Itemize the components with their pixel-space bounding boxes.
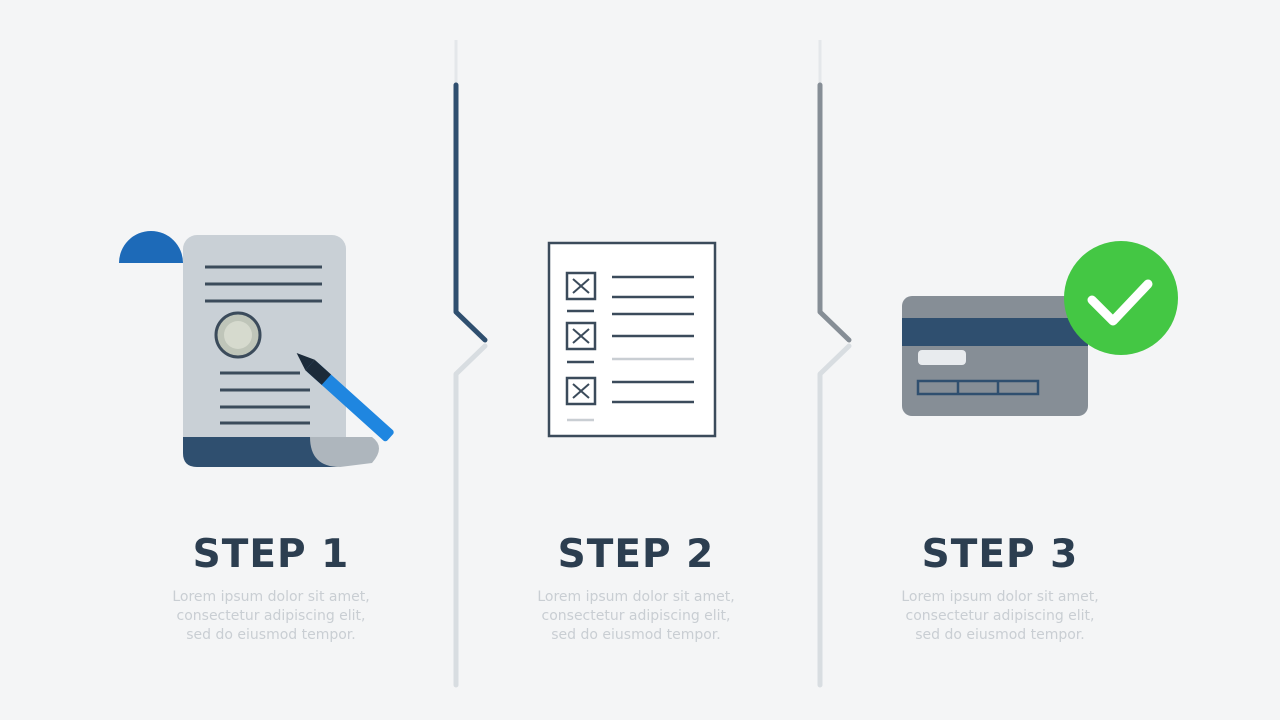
step-1-title: STEP 1 xyxy=(192,532,350,577)
divider-arrow-2 xyxy=(817,40,852,688)
step-1-description: Lorem ipsum dolor sit amet, consectetur … xyxy=(121,588,421,645)
step-1-desc-line: sed do eiusmod tempor. xyxy=(186,627,356,643)
step-1-desc-line: consectetur adipiscing elit, xyxy=(176,608,366,624)
document-signing-icon xyxy=(119,231,394,467)
step-1-desc-line: Lorem ipsum dolor sit amet, xyxy=(172,589,370,605)
step-2-title: STEP 2 xyxy=(557,532,715,577)
checklist-icon xyxy=(547,241,717,438)
credit-card-icon xyxy=(902,241,1178,416)
step-3-desc-line: consectetur adipiscing elit, xyxy=(905,608,1095,624)
step-2-desc-line: sed do eiusmod tempor. xyxy=(551,627,721,643)
divider-arrow-1 xyxy=(453,40,488,688)
step-3-desc-line: Lorem ipsum dolor sit amet, xyxy=(901,589,1099,605)
step-3-title: STEP 3 xyxy=(921,532,1079,577)
step-3-desc-line: sed do eiusmod tempor. xyxy=(915,627,1085,643)
step-2-description: Lorem ipsum dolor sit amet, consectetur … xyxy=(486,588,786,645)
step-2-desc-line: Lorem ipsum dolor sit amet, xyxy=(537,589,735,605)
step-2-desc-line: consectetur adipiscing elit, xyxy=(541,608,731,624)
step-3-description: Lorem ipsum dolor sit amet, consectetur … xyxy=(850,588,1150,645)
checkmark-badge-icon xyxy=(1064,241,1178,355)
